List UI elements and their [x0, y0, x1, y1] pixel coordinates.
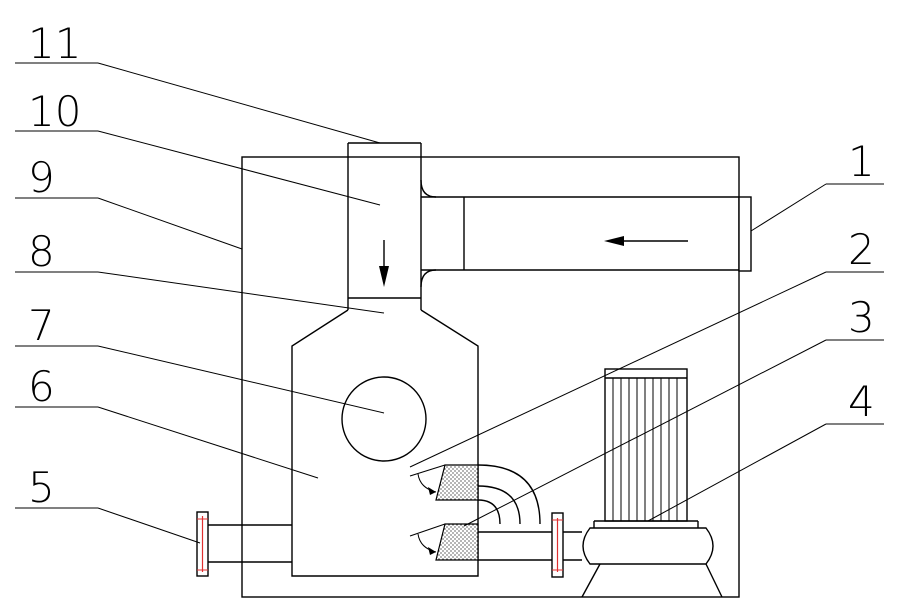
label-1: 1 [848, 137, 875, 186]
riser-pipe [347, 142, 422, 310]
label-2: 2 [848, 225, 875, 274]
label-9: 9 [28, 153, 55, 202]
return-bend [477, 464, 541, 525]
flow-arrow-down-icon [379, 266, 389, 287]
inlet-duct [420, 179, 752, 288]
leader-lines [15, 62, 884, 544]
nozzle-upper [409, 464, 479, 501]
label-5: 5 [28, 463, 55, 512]
label-4: 4 [848, 377, 875, 426]
pump-suction-pipe [478, 512, 582, 578]
label-7: 7 [28, 301, 55, 350]
label-11: 11 [28, 19, 81, 68]
tank-body [291, 309, 479, 577]
flow-arrow-left-icon [604, 236, 624, 246]
label-8: 8 [28, 227, 55, 276]
outlet-pipe [196, 511, 292, 577]
label-10: 10 [28, 87, 81, 136]
nozzle-lower [409, 523, 479, 561]
label-3: 3 [848, 293, 875, 342]
sight-window [341, 376, 427, 462]
pump-motor [581, 368, 723, 598]
label-6: 6 [28, 362, 55, 411]
outer-housing [241, 156, 740, 598]
